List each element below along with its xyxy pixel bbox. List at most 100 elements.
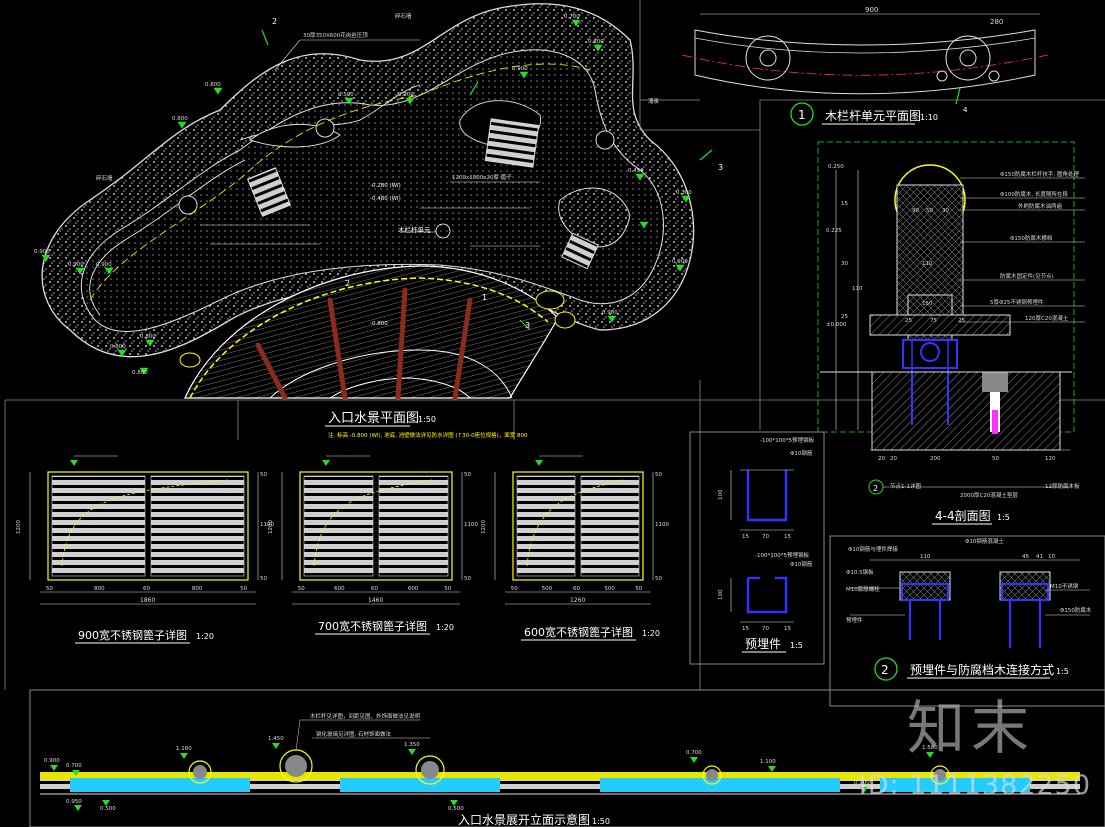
grate-lh1-1: 1100 (464, 522, 478, 528)
elev-lvl-3: 1.450 (268, 736, 284, 742)
plan-label-rail-unit: 木栏杆单元 (398, 225, 431, 234)
grate-width-2: 1260 (570, 597, 585, 604)
sec-w3: 50 (992, 456, 999, 462)
plan-label-lvl2: -0.480 (Wl) (370, 196, 401, 202)
elev-lvl-8: 0.900 (854, 780, 870, 786)
embed-b-w2: 15 (784, 626, 791, 632)
grate700-scale: 1:20 (436, 623, 454, 632)
plan-label-fountain: 涌泉 (648, 97, 660, 105)
grate-panel-right-0 (150, 475, 245, 577)
elevation-title: 入口水景展开立面示意图 (458, 812, 590, 827)
plan-elev-5: 0.800 (132, 370, 148, 376)
elevation-drawing: 0.900 0.700 1.160 1.450 1.350 0.700 1.56… (29, 689, 1105, 827)
connect-scale: 1:5 (1056, 667, 1069, 676)
marker-3-right: 3 (718, 163, 723, 172)
sec-note-2: 外刷防腐木油两遍 (1018, 202, 1063, 210)
elev-lvl-10: 0.500 (448, 806, 464, 812)
grate-panel-left-0 (51, 475, 146, 577)
connect-title: 预埋件与防腐档木连接方式 (910, 662, 1054, 677)
connect-detail: 110 45 41 10 Φ10钢筋与埋件焊接 Φ10.5钢板 M10膨胀螺栓 … (829, 535, 1105, 707)
elev-lvl-2: 1.160 (176, 746, 192, 752)
sec-v3: 25 (841, 314, 848, 320)
marker-2-top: 2 (272, 17, 277, 26)
sec-v2: 110 (852, 286, 863, 292)
conn-note-l1: Φ10.5钢板 (846, 568, 874, 576)
sec-w2: 200 (930, 456, 941, 462)
grate-dim-1-2: 60 (371, 586, 378, 592)
sec-sub0: 90 (912, 208, 919, 214)
grate-dim-2-1: 500 (542, 586, 553, 592)
embed-b-w0: 15 (742, 626, 749, 632)
plan-elev-6: 0.800 (172, 116, 188, 122)
conn-note-l2: M10膨胀螺栓 (846, 585, 880, 593)
embed-b-w1: 70 (762, 626, 769, 632)
conn-w2b: 41 (1036, 554, 1043, 560)
grate-dim-1-3: 600 (408, 586, 419, 592)
unit-dim-3: 4 (963, 106, 968, 114)
sec-w4: 120 (1045, 456, 1056, 462)
grate-dim-2-2: 60 (573, 586, 580, 592)
sec-ref-num: 2 (873, 484, 878, 493)
embed-note-d: Φ10钢筋 (790, 560, 813, 568)
connect-num: 2 (881, 663, 889, 677)
sec-sub6: 75 (930, 318, 937, 324)
unit-dim-1: 900 (865, 6, 878, 14)
grate-leader-0 (61, 479, 229, 567)
grate-lh0-2: 50 (655, 472, 662, 478)
conn-w2c: 10 (1048, 554, 1055, 560)
conn-w2a: 45 (1022, 554, 1029, 560)
elev-lvl-9: 0.500 (100, 806, 116, 812)
elev-lvl-11: 0.950 (66, 799, 82, 805)
elev-lvl-6: 1.560 (922, 745, 938, 751)
sec-sub4: 150 (922, 301, 933, 307)
grate-panel-right-2 (580, 475, 640, 577)
elev-lvl-7: 1.100 (760, 759, 776, 765)
plan-elev-17: 0.900 (602, 310, 618, 316)
grate900-title: 900宽不锈钢篦子详图 (78, 628, 187, 642)
plan-elev-4: 0.800 (140, 334, 156, 340)
grate-lh2-2: 50 (655, 576, 662, 582)
grate-lh0-1: 50 (464, 472, 471, 478)
embed-scale: 1:5 (790, 641, 803, 650)
grate-panel-right-1 (378, 475, 449, 577)
plan-label-grate: 1200x1800x20厚 篦子 (452, 173, 512, 181)
plan-elev-12: 0.800 (588, 39, 604, 45)
unit-plan-num: 1 (798, 108, 806, 122)
grate-dim-2-3: 500 (604, 586, 615, 592)
embed-b-h: 100 (718, 589, 724, 600)
grate-panel-left-1 (303, 475, 374, 577)
plan-mark-a: 1 (482, 293, 487, 302)
grate-marker-2 (535, 460, 543, 466)
plan-label-lvl1: -0.280 (Wl) (370, 183, 401, 189)
embed-title: 预埋件 (745, 637, 781, 651)
plan-elev-1: 0.900 (68, 262, 84, 268)
embed-a-h: 100 (718, 489, 724, 500)
sec-v1: 30 (841, 261, 848, 267)
grate-dim-2-0: 50 (511, 586, 518, 592)
sec-w1: 20 (890, 456, 897, 462)
sec-sub1: 50 (926, 208, 933, 214)
elevation-scale: 1:50 (592, 817, 610, 826)
elev-lvl-4: 1.350 (404, 742, 420, 748)
plan-elev-8: 0.500 (338, 92, 354, 98)
plan-elev-11: 0.700 (564, 14, 580, 20)
sec-note-4: 防腐木固定件(见节点) (1000, 272, 1054, 280)
grate600-title: 600宽不锈钢篦子详图 (524, 625, 633, 639)
fountain-2 (315, 118, 335, 138)
plan-elev-3: 0.800 (110, 344, 126, 350)
sec-note-5: 5厚Φ25不锈钢预埋件 (990, 298, 1044, 306)
conn-note-r2: Φ150防腐木 (1060, 606, 1092, 614)
plan-label-pool-edge: 30厚350X600花岗岩压顶 (303, 31, 368, 39)
plan-elev-9: 0.900 (398, 92, 414, 98)
watermark-id: ID: 1111382250 (858, 770, 1091, 801)
plan-drawing: 30厚350X600花岗岩压顶 碎石墙 1200x1800x20厚 篦子 -0.… (4, 0, 1105, 690)
plan-elev-13: 0.450 (628, 168, 644, 174)
sec-sub7: 25 (958, 318, 965, 324)
grate-width-0: 1860 (140, 597, 155, 604)
plan-elev-15: -0.800 (370, 321, 388, 327)
plan-mark-c: 3 (525, 321, 530, 330)
embed-a-w1: 70 (762, 534, 769, 540)
plan-elev-0: 0.900 (34, 249, 50, 255)
section-title: 4-4剖面图 (935, 509, 991, 523)
